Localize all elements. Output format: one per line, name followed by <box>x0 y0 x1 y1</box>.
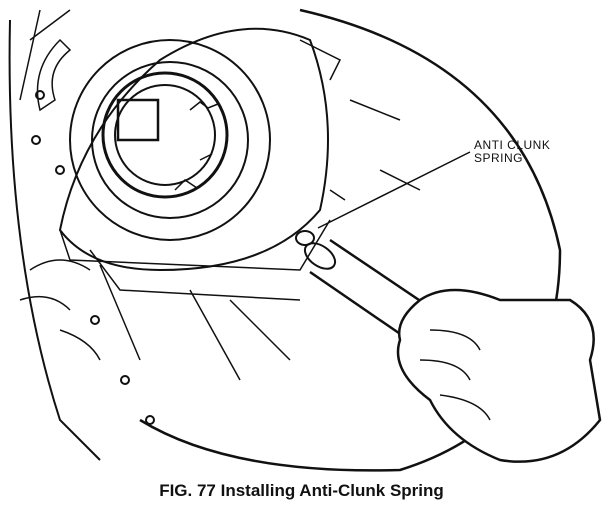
figure-caption: FIG. 77 Installing Anti-Clunk Spring <box>159 481 444 500</box>
spring <box>295 230 315 246</box>
callout-line-1: ANTI CLUNK <box>474 138 551 152</box>
callout-line-2: SPRING <box>474 151 524 165</box>
callout-leader <box>317 151 471 229</box>
tool-and-hand <box>303 238 602 463</box>
housing-outline <box>8 9 155 461</box>
callout-label: ANTI CLUNK SPRING <box>474 139 550 165</box>
